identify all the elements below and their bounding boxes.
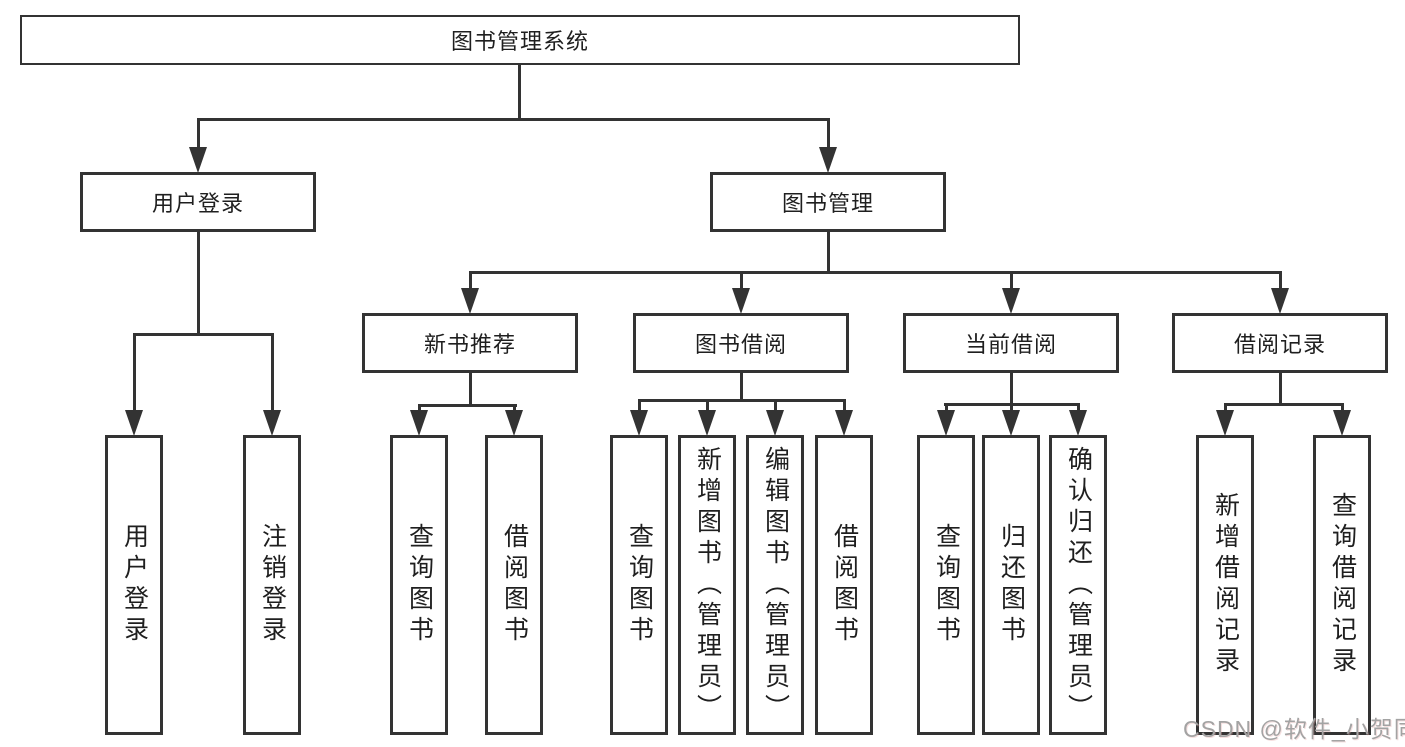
- connector-vline: [133, 333, 136, 411]
- leaf-logout: 注销登录: [243, 435, 301, 735]
- connector-hline: [419, 404, 517, 407]
- connector-vline: [1010, 403, 1013, 412]
- node-current-borrow: 当前借阅: [903, 313, 1119, 373]
- arrow-down-icon: [1333, 410, 1351, 436]
- arrow-down-icon: [819, 147, 837, 173]
- connector-vline: [827, 118, 830, 150]
- connector-vline: [638, 399, 641, 412]
- leaf-user-login: 用户登录: [105, 435, 163, 735]
- leaf-add-book-label: 新增图书（管理员）: [693, 445, 722, 725]
- node-book-mgmt-label: 图书管理: [781, 191, 874, 216]
- leaf-borrow-book-borrow: 借阅图书: [815, 435, 873, 735]
- arrow-down-icon: [1271, 288, 1289, 314]
- leaf-logout-label: 注销登录: [258, 523, 287, 647]
- node-new-book-rec: 新书推荐: [362, 313, 578, 373]
- arrow-down-icon: [1216, 410, 1234, 436]
- leaf-query-book-borrow: 查询图书: [610, 435, 668, 735]
- connector-vline: [518, 63, 521, 120]
- leaf-query-book-rec-label: 查询图书: [405, 523, 434, 647]
- connector-vline: [1341, 403, 1344, 412]
- connector-hline: [639, 399, 845, 402]
- leaf-add-book: 新增图书（管理员）: [678, 435, 736, 735]
- leaf-confirm-return-label: 确认归还（管理员）: [1064, 445, 1093, 725]
- connector-vline: [469, 271, 472, 291]
- connector-vline: [1010, 271, 1013, 291]
- leaf-return-book: 归还图书: [982, 435, 1040, 735]
- arrow-down-icon: [630, 410, 648, 436]
- leaf-borrow-book-borrow-label: 借阅图书: [830, 523, 859, 647]
- connector-vline: [740, 271, 743, 291]
- connector-vline: [706, 399, 709, 412]
- connector-vline: [469, 371, 472, 407]
- connector-vline: [271, 333, 274, 411]
- connector-vline: [827, 230, 830, 274]
- arrow-down-icon: [410, 410, 428, 436]
- connector-vline: [418, 404, 421, 413]
- leaf-add-record: 新增借阅记录: [1196, 435, 1254, 735]
- arrow-down-icon: [835, 410, 853, 436]
- connector-vline: [740, 371, 743, 402]
- arrow-down-icon: [732, 288, 750, 314]
- node-borrow-records-label: 借阅记录: [1233, 332, 1326, 357]
- connector-vline: [774, 399, 777, 412]
- node-book-borrow: 图书借阅: [633, 313, 849, 373]
- arrow-down-icon: [1002, 288, 1020, 314]
- connector-vline: [1279, 271, 1282, 291]
- csdn-watermark: CSDN @软件_小贺同学: [1183, 716, 1405, 742]
- arrow-down-icon: [1069, 410, 1087, 436]
- connector-hline: [1225, 403, 1343, 406]
- node-book-mgmt: 图书管理: [710, 172, 946, 232]
- connector-hline: [197, 118, 830, 121]
- node-current-borrow-label: 当前借阅: [964, 332, 1057, 357]
- connector-vline: [197, 118, 200, 150]
- connector-vline: [197, 230, 200, 336]
- arrow-down-icon: [937, 410, 955, 436]
- leaf-add-record-label: 新增借阅记录: [1211, 492, 1240, 678]
- leaf-confirm-return: 确认归还（管理员）: [1049, 435, 1107, 735]
- connector-vline: [513, 404, 516, 413]
- node-user-login: 用户登录: [80, 172, 316, 232]
- arrow-down-icon: [461, 288, 479, 314]
- leaf-borrow-book-rec-label: 借阅图书: [500, 523, 529, 647]
- arrow-down-icon: [1002, 410, 1020, 436]
- arrow-down-icon: [698, 410, 716, 436]
- leaf-query-record: 查询借阅记录: [1313, 435, 1371, 735]
- node-borrow-records: 借阅记录: [1172, 313, 1388, 373]
- leaf-query-book-borrow-label: 查询图书: [625, 523, 654, 647]
- node-root: 图书管理系统: [20, 15, 1020, 65]
- node-user-login-label: 用户登录: [151, 191, 244, 216]
- node-new-book-rec-label: 新书推荐: [423, 332, 516, 357]
- node-book-borrow-label: 图书借阅: [694, 332, 787, 357]
- leaf-query-book-rec: 查询图书: [390, 435, 448, 735]
- arrow-down-icon: [766, 410, 784, 436]
- connector-vline: [945, 403, 948, 412]
- node-root-label: 图书管理系统: [450, 29, 589, 54]
- connector-vline: [1224, 403, 1227, 412]
- connector-hline: [470, 271, 1281, 274]
- leaf-edit-book: 编辑图书（管理员）: [746, 435, 804, 735]
- arrow-down-icon: [125, 410, 143, 436]
- connector-hline: [133, 333, 274, 336]
- arrow-down-icon: [189, 147, 207, 173]
- arrow-down-icon: [263, 410, 281, 436]
- arrow-down-icon: [505, 410, 523, 436]
- connector-vline: [1279, 371, 1282, 406]
- leaf-query-book-current-label: 查询图书: [932, 523, 961, 647]
- connector-vline: [1077, 403, 1080, 412]
- leaf-borrow-book-rec: 借阅图书: [485, 435, 543, 735]
- leaf-return-book-label: 归还图书: [997, 523, 1026, 647]
- leaf-query-book-current: 查询图书: [917, 435, 975, 735]
- leaf-user-login-label: 用户登录: [120, 523, 149, 647]
- connector-vline: [1010, 371, 1013, 406]
- leaf-edit-book-label: 编辑图书（管理员）: [761, 445, 790, 725]
- connector-vline: [843, 399, 846, 412]
- leaf-query-record-label: 查询借阅记录: [1328, 492, 1357, 678]
